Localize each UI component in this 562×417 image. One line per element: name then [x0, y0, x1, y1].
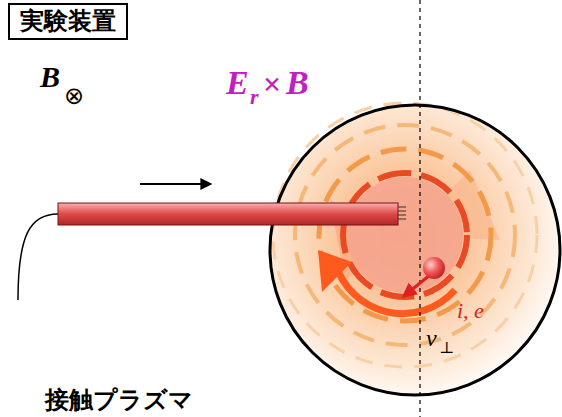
cross-symbol: ×: [263, 68, 281, 100]
into-page-symbol: ⊗: [64, 84, 84, 108]
insert-arrow: [140, 183, 210, 185]
rotation-arrowhead: [318, 250, 352, 292]
drift-symbol: B: [286, 66, 309, 100]
vessel-wall: [270, 105, 560, 395]
velocity-subscript: ⊥: [439, 340, 454, 356]
drift-subscript: r: [250, 86, 259, 108]
box-title: 実験装置: [20, 7, 116, 36]
field-symbol: B: [40, 62, 60, 92]
core-zone: [347, 177, 463, 293]
drift-symbol: E: [226, 66, 249, 100]
axis-line: [419, 0, 420, 417]
velocity-symbol: v: [426, 326, 437, 350]
flow-ring: [343, 173, 467, 297]
plasma-disk: [270, 105, 560, 395]
particle: [423, 257, 445, 279]
probe-wire: [18, 214, 58, 300]
particle-label: i, e: [457, 300, 484, 322]
flow-ring: [273, 103, 537, 367]
probe-rod: [58, 203, 398, 225]
flow-ring: [295, 125, 515, 345]
title-box: 実験装置: [8, 3, 128, 40]
probe-tips: [398, 207, 406, 219]
velocity-arrow: [404, 275, 430, 296]
method-caption: 接触プラズマ: [45, 388, 193, 412]
flow-ring: [319, 149, 491, 321]
